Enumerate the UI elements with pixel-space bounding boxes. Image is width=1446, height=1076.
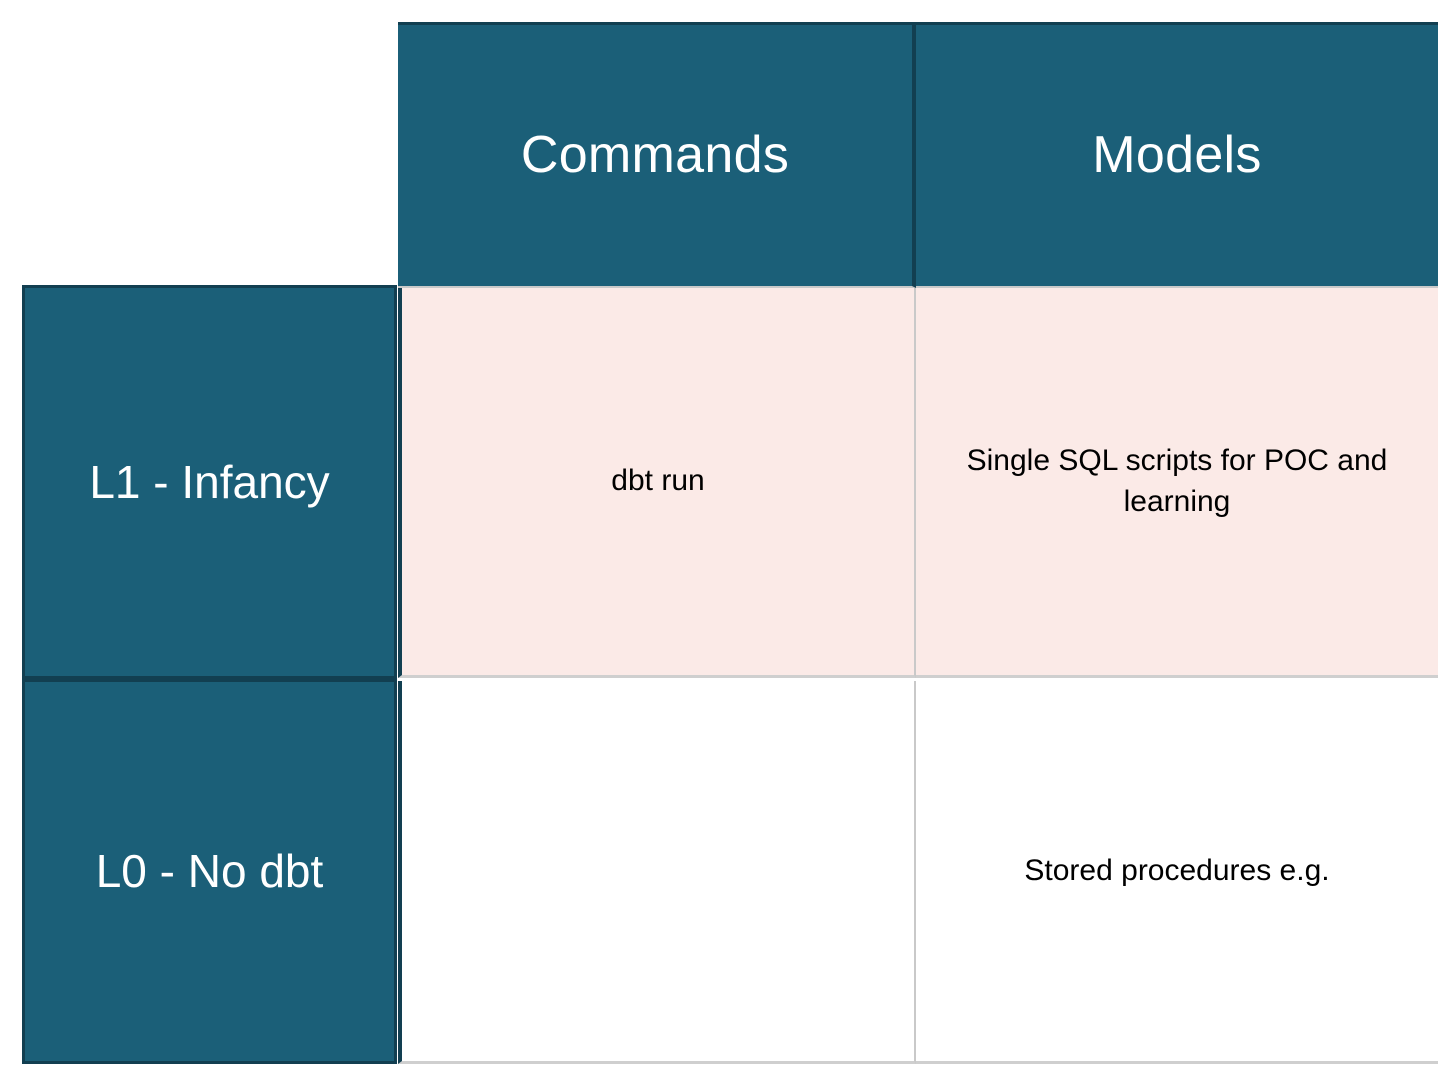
cell-l1-models[interactable]: Single SQL scripts for POC and learning (916, 288, 1438, 678)
column-header-commands[interactable]: Commands (398, 22, 916, 288)
column-header-models-label: Models (1092, 125, 1262, 184)
table-corner-blank (0, 0, 398, 288)
row-header-l0-no-dbt[interactable]: L0 - No dbt (22, 679, 397, 1064)
row-header-l1-infancy[interactable]: L1 - Infancy (22, 285, 397, 679)
row-header-l1-label: L1 - Infancy (89, 455, 330, 508)
row-header-l0-label: L0 - No dbt (95, 845, 324, 898)
column-header-models[interactable]: Models (916, 22, 1438, 288)
column-header-commands-label: Commands (520, 125, 790, 184)
cell-l1-commands-text: dbt run (611, 464, 705, 498)
cell-l0-commands[interactable] (398, 681, 916, 1064)
cell-l1-models-text: Single SQL scripts for POC and learning (966, 444, 1388, 518)
cell-l1-commands[interactable]: dbt run (398, 288, 916, 678)
cell-l0-models-text: Stored procedures e.g. (1024, 853, 1330, 887)
cell-l0-models[interactable]: Stored procedures e.g. (916, 681, 1438, 1064)
